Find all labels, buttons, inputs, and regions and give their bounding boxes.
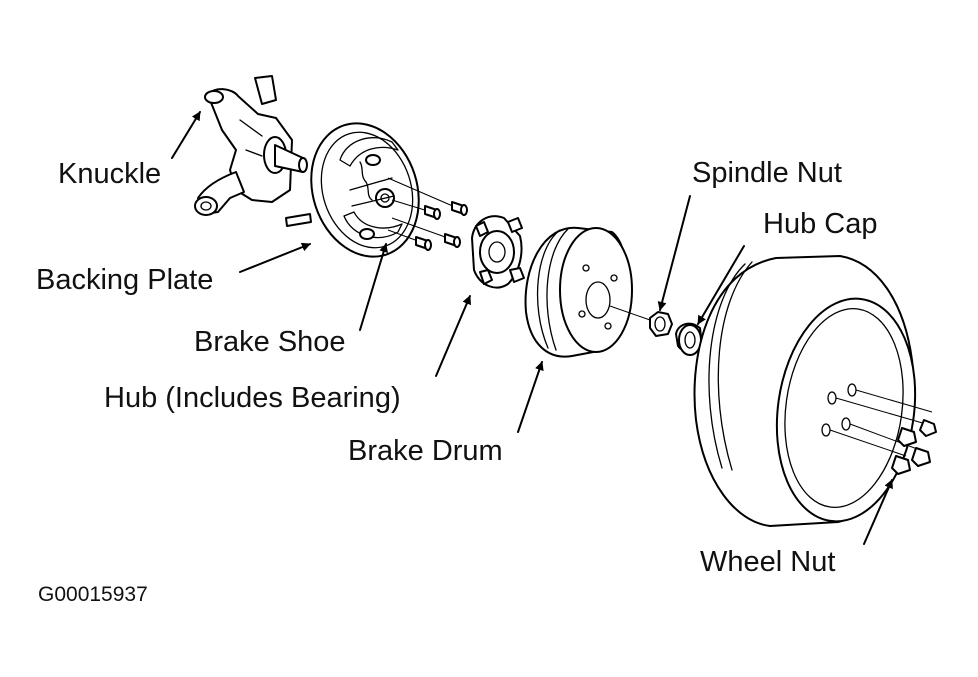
spindle-nut-arrow	[657, 195, 691, 311]
brake-drum-part	[524, 226, 633, 358]
leader-arrows	[171, 111, 893, 545]
knuckle-label: Knuckle	[58, 158, 162, 190]
hub-arrow	[435, 295, 471, 377]
hub-cap-arrow	[697, 245, 745, 325]
wheel-nut-arrow	[863, 479, 893, 545]
hub-label: Hub (Includes Bearing)	[104, 382, 401, 414]
brake-shoe-label: Brake Shoe	[194, 326, 346, 358]
brake-shoe-arrow	[359, 243, 388, 331]
hub-bolts	[387, 177, 468, 251]
wheel-nut-label: Wheel Nut	[700, 546, 836, 578]
wheel-tire-part	[693, 255, 933, 527]
knuckle-arrow	[171, 111, 201, 159]
spindle-axis-line	[609, 305, 651, 321]
brake-drum-arrow	[517, 361, 544, 433]
spindle-nut-label: Spindle Nut	[692, 157, 842, 189]
hub-part	[471, 215, 525, 289]
brake-drum-label: Brake Drum	[348, 435, 503, 467]
figure-code: G00015937	[38, 583, 148, 606]
backing-plate-arrow	[239, 242, 311, 273]
spindle-nut-part	[649, 311, 673, 337]
hub-cap-part	[675, 322, 703, 356]
knuckle-part	[194, 75, 308, 216]
backing-plate-part	[285, 122, 420, 258]
brake-shoe-part	[339, 137, 403, 240]
backing-plate-label: Backing Plate	[36, 264, 214, 296]
hub-cap-label: Hub Cap	[763, 208, 878, 240]
wheel-nuts	[891, 419, 937, 475]
